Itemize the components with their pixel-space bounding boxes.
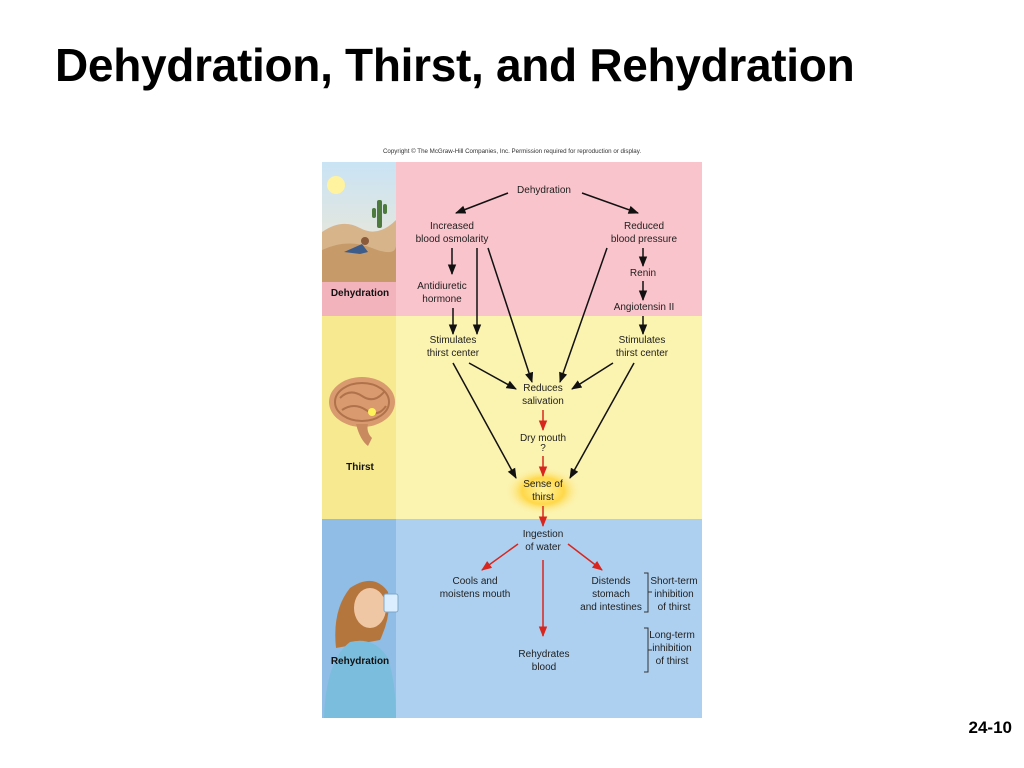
brain-illustration [329,377,395,446]
arrow-dehydration-to-osmolarity [455,192,509,214]
person-crawling-icon [361,237,369,245]
desert-scene-illustration [322,162,397,282]
woman-drinking-illustration [324,580,399,718]
arrow-stim-left-to-thirst [452,362,517,479]
node-angiotensin-ii: Angiotensin II [614,302,675,313]
arrow-ingestion-to-cools [481,543,519,571]
arrow-stim-left-to-salivation [468,362,517,390]
arrow-stim-right-to-salivation [571,362,614,390]
arrow-ingestion-to-distends [567,543,603,571]
red-arrows [481,410,603,638]
arrow-bp-to-salivation [559,247,608,383]
black-arrows [447,192,648,479]
long-term-bracket [644,627,652,673]
dehydration-thirst-diagram: Copyright © The McGraw-Hill Companies, I… [322,140,702,718]
copyright-notice: Copyright © The McGraw-Hill Companies, I… [383,148,641,155]
section-label-dehydration: Dehydration [331,288,389,299]
page-number: 24-10 [968,718,1012,737]
short-term-bracket [644,572,652,613]
node-renin: Renin [630,268,656,279]
node-dry-mouth: Dry mouth? [520,433,566,454]
arrow-osmolarity-to-salivation [487,247,534,383]
slide-title: Dehydration, Thirst, and Rehydration [55,39,855,91]
section-label-thirst: Thirst [346,462,374,473]
arrow-dehydration-to-blood-pressure [581,192,639,214]
arrow-stim-right-to-thirst [569,362,635,479]
node-dehydration: Dehydration [517,185,571,196]
thirst-glow [505,467,581,515]
cactus-icon [377,200,382,228]
section-label-rehydration: Rehydration [331,656,389,667]
